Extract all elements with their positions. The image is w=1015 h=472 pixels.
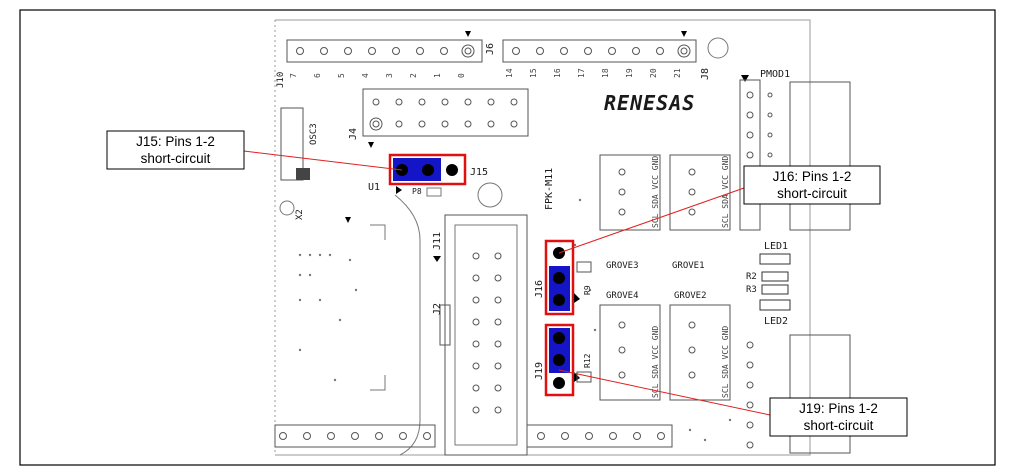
svg-text:SCL SDA VCC GND: SCL SDA VCC GND	[721, 326, 730, 398]
grove3-connector: GROVE3 SCL SDA VCC GND	[599, 154, 661, 271]
svg-text:U1: U1	[368, 182, 380, 193]
label-j16: J16	[534, 280, 545, 298]
svg-text:GROVE4: GROVE4	[606, 291, 639, 301]
led-block: LED1 R2 R3 LED2	[746, 241, 791, 327]
svg-text:R9: R9	[583, 285, 592, 295]
svg-text:2: 2	[409, 73, 418, 78]
svg-text:LED1: LED1	[764, 241, 788, 252]
svg-text:GROVE1: GROVE1	[672, 261, 705, 271]
label-j4: J4	[348, 128, 359, 140]
header-j6: J6	[286, 31, 496, 63]
header-j8: J8	[502, 31, 729, 80]
svg-text:4: 4	[361, 73, 370, 78]
svg-text:14: 14	[505, 68, 514, 78]
component-osc3: OSC3	[280, 107, 319, 181]
header-pin-numbers: 7 6 5 4 3 2 1 0 14 15 16 17 18 19 20 21	[289, 68, 682, 78]
label-j10: J10	[276, 72, 286, 88]
header-j11: J11 J2	[432, 182, 528, 456]
callout-j19: J19: Pins 1-2 short-circuit	[769, 397, 908, 437]
svg-text:SCL SDA VCC GND: SCL SDA VCC GND	[651, 156, 660, 228]
label-j6: J6	[485, 43, 496, 55]
via-dots	[298, 198, 732, 442]
svg-text:SCL SDA VCC GND: SCL SDA VCC GND	[721, 156, 730, 228]
label-j15: J15	[470, 167, 488, 178]
label-j8: J8	[700, 68, 711, 80]
callout-j16: J16: Pins 1-2 short-circuit	[743, 165, 881, 205]
svg-text:P8: P8	[412, 187, 422, 196]
callout-j15: J15: Pins 1-2 short-circuit	[106, 130, 245, 170]
svg-text:R12: R12	[583, 353, 592, 368]
jumper-j19: J19 R12	[534, 323, 592, 397]
callout-j15-line1: J15: Pins 1-2	[136, 134, 215, 149]
label-pmod1: PMOD1	[760, 69, 790, 80]
svg-text:18: 18	[601, 68, 610, 78]
svg-text:SCL SDA VCC GND: SCL SDA VCC GND	[651, 326, 660, 398]
bottom-header-left	[274, 424, 436, 448]
svg-text:5: 5	[337, 73, 346, 78]
leader-j15	[243, 150, 403, 171]
svg-text:GROVE2: GROVE2	[674, 291, 707, 301]
callout-j16-line1: J16: Pins 1-2	[773, 169, 852, 184]
svg-text:7: 7	[289, 73, 298, 78]
callout-j19-line1: J19: Pins 1-2	[799, 401, 878, 416]
pcb-board	[274, 19, 811, 456]
svg-text:19: 19	[625, 68, 634, 78]
svg-text:OSC3: OSC3	[309, 123, 319, 145]
callout-j19-line2: short-circuit	[804, 418, 874, 433]
svg-text:20: 20	[649, 68, 658, 78]
callout-j15-line2: short-circuit	[141, 151, 211, 166]
label-fpk: FPK-M11	[544, 168, 555, 210]
leader-j19	[558, 369, 771, 416]
svg-text:0: 0	[457, 73, 466, 78]
leader-j16	[558, 187, 745, 254]
grove4-connector: GROVE4 SCL SDA VCC GND	[599, 291, 661, 401]
svg-text:J11: J11	[432, 232, 443, 250]
svg-text:J2: J2	[432, 303, 443, 315]
svg-text:15: 15	[529, 68, 538, 78]
svg-text:6: 6	[313, 73, 322, 78]
svg-text:17: 17	[577, 68, 586, 78]
svg-text:R3: R3	[746, 285, 757, 295]
jumper-j15: J15	[388, 153, 488, 194]
svg-text:1: 1	[433, 73, 442, 78]
label-j19: J19	[534, 362, 545, 380]
svg-text:16: 16	[553, 68, 562, 78]
svg-text:3: 3	[385, 73, 394, 78]
svg-text:R2: R2	[746, 272, 757, 282]
svg-text:GROVE3: GROVE3	[606, 261, 639, 271]
svg-text:X2: X2	[295, 209, 305, 220]
svg-text:LED2: LED2	[764, 316, 788, 327]
jumper-j16: J16 R9	[534, 239, 592, 316]
figure-frame	[19, 9, 996, 466]
header-j4: J4	[348, 88, 529, 148]
callout-j16-line2: short-circuit	[777, 186, 847, 201]
bottom-header-right	[526, 424, 673, 448]
renesas-logo: RENESAS	[604, 91, 695, 115]
svg-text:21: 21	[673, 68, 682, 78]
